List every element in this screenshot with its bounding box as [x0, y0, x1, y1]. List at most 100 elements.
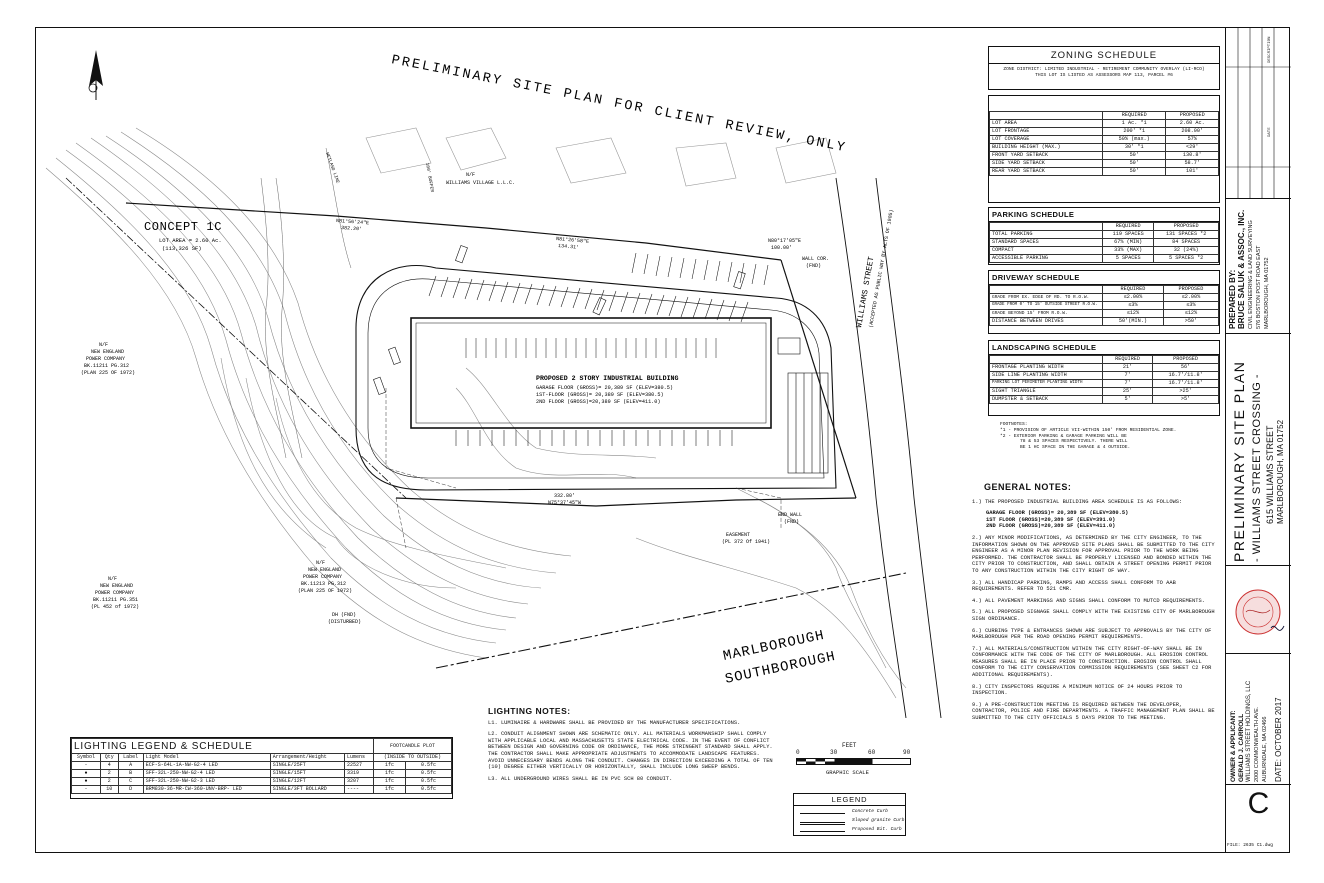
- site-plan-drawing: PRELIMINARY SITE PLAN FOR CLIENT REVIEW,…: [45, 50, 942, 718]
- file-name: FILE: 2635 C1.dwg: [1227, 843, 1273, 848]
- legend-title: LEGEND: [794, 794, 905, 806]
- easement-plan: (PL 372 Of 1941): [722, 539, 770, 545]
- abutter-west-3: POWER COMPANY: [86, 356, 125, 362]
- abutter-sw-2: NEW ENGLAND: [100, 583, 133, 589]
- bearing-1: N81°26'58"E: [556, 236, 589, 245]
- proposed-building: [410, 317, 772, 429]
- parking-title: PARKING SCHEDULE: [989, 208, 1219, 222]
- driveway-title: DRIVEWAY SCHEDULE: [989, 271, 1219, 285]
- zoning-col-required: REQUIRED: [1101, 111, 1167, 120]
- contour-lines: [45, 127, 907, 699]
- prepared-by-block: PREPARED BY: BRUCE SALUK & ASSOC., INC. …: [1226, 199, 1291, 334]
- table-row: GRADE FROM 0' TO 15' OUTSIDE STREET R.O.…: [989, 301, 1220, 310]
- abutter-sw-4: BK.11211 PG.351: [93, 597, 138, 603]
- legend: LEGEND Concrete Curb Sloped granite Curb…: [793, 793, 906, 836]
- wall-cor-fnd: (FND): [806, 263, 821, 269]
- sheet-number-block: C FILE: 2635 C1.dwg: [1226, 785, 1291, 853]
- abutter-s-4: BK.11213 PG.312: [301, 581, 346, 587]
- concept-title: CONCEPT 1C: [144, 220, 222, 234]
- revision-block: DATE DESCRIPTION: [1226, 27, 1291, 199]
- buffer-label: 100' BUFFER: [424, 162, 435, 193]
- project-name: - WILLIAMS STREET CROSSING -: [1251, 374, 1263, 562]
- banner-text: PRELIMINARY SITE PLAN FOR CLIENT REVIEW,…: [390, 53, 848, 156]
- bearing-2: N81°56'24"E: [336, 218, 369, 226]
- sheet-title: PRELIMINARY SITE PLAN: [1231, 360, 1247, 562]
- project-address: 615 WILLIAMS STREET: [1265, 425, 1275, 524]
- dh-fnd-disturbed: (DISTURBED): [328, 619, 361, 625]
- abutter-sw-1: N/F: [108, 576, 117, 582]
- abutter-sw-3: POWER COMPANY: [95, 590, 134, 596]
- sheet-number: C: [1247, 787, 1270, 820]
- general-notes: GENERAL NOTES: 1.) THE PROPOSED INDUSTRI…: [972, 482, 1220, 727]
- north-arrow-icon: [88, 50, 103, 100]
- abutter-s-3: POWER COMPANY: [303, 574, 342, 580]
- scale-unit: FEET: [842, 742, 857, 749]
- lighting-notes: LIGHTING NOTES: L1. LUMINAIRE & HARDWARE…: [488, 706, 778, 787]
- zoning-schedule-header: ZONING SCHEDULE ZONE DISTRICT: LIMITED I…: [988, 46, 1220, 90]
- wetland-lines: [260, 147, 352, 459]
- abutter-s-2: NEW ENGLAND: [308, 567, 341, 573]
- distance-2: 382.20': [341, 225, 362, 232]
- lighting-legend-title: LIGHTING LEGEND & SCHEDULE: [71, 738, 374, 754]
- abutter-north-1: N/F: [466, 172, 475, 178]
- lot-area-line2: (113,326 SF): [162, 245, 202, 252]
- drawing-sheet: [35, 27, 1290, 853]
- wetland-label: WETLAND LINE: [324, 152, 341, 185]
- landscaping-title: LANDSCAPING SCHEDULE: [989, 341, 1219, 355]
- rev-col-description: DESCRIPTION: [1268, 36, 1272, 63]
- abutter-west-4: BK.11211 PG.312: [84, 363, 129, 369]
- owner-block: OWNER & APPLICANT: GERALD J. CARROLL WIL…: [1226, 654, 1291, 785]
- dh-fnd-label: DH (FND): [332, 612, 356, 618]
- abutter-s-1: N/F: [316, 560, 325, 566]
- wall-cor-label: WALL COR.: [802, 256, 829, 262]
- lighting-notes-title: LIGHTING NOTES:: [488, 706, 571, 716]
- zoning-title: ZONING SCHEDULE: [989, 47, 1219, 64]
- bearing-3: N80°17'05"E: [768, 238, 801, 244]
- distance-1: 134.31': [558, 243, 579, 251]
- legend-line-bit-curb: [800, 831, 845, 832]
- zoning-parcel: THIS LOT IS LISTED AS ASSESSORS MAP 113,…: [1035, 73, 1173, 78]
- general-notes-title: GENERAL NOTES:: [984, 482, 1072, 492]
- abutter-s-5: (PLAN 225 OF 1972): [298, 588, 352, 594]
- abutter-sw-5: (PL 452 of 1972): [91, 604, 139, 610]
- legend-line-granite: [800, 822, 845, 825]
- footnotes: FOOTNOTES: *1 - PROVISION OF ARTICLE VII…: [1000, 422, 1220, 451]
- graphic-scale: FEET 0 30 60 90 GRAPHIC SCALE: [796, 742, 911, 776]
- lot-area-line1: LOT AREA = 2.60 Ac.: [159, 237, 222, 244]
- abutter-west-2: NEW ENGLAND: [91, 349, 124, 355]
- sheet-title-block: PRELIMINARY SITE PLAN - WILLIAMS STREET …: [1226, 334, 1291, 566]
- table-row: BUILDING HEIGHT (MAX.)30' *1<29': [989, 143, 1219, 152]
- bearing-4: N75°37'45"W: [548, 500, 581, 506]
- abutter-west-1: N/F: [99, 342, 108, 348]
- end-wall-label: END WALL: [778, 512, 802, 518]
- easement-label: EASEMENT: [726, 532, 750, 538]
- engineer-seal-icon: [1235, 589, 1285, 635]
- engineer-stamp-block: [1226, 566, 1291, 654]
- footnotes-title: FOOTNOTES:: [1000, 422, 1028, 427]
- scale-label: GRAPHIC SCALE: [826, 769, 869, 776]
- building-label-3: 1ST-FLOOR (GROSS)= 20,389 SF (ELEV=380.5…: [536, 392, 664, 398]
- distance-4: 332.80': [554, 493, 575, 499]
- lighting-legend-schedule: LIGHTING LEGEND & SCHEDULE FOOTCANDLE PL…: [70, 737, 453, 799]
- abutting-buildings: [365, 127, 837, 187]
- scale-bar: [796, 758, 911, 765]
